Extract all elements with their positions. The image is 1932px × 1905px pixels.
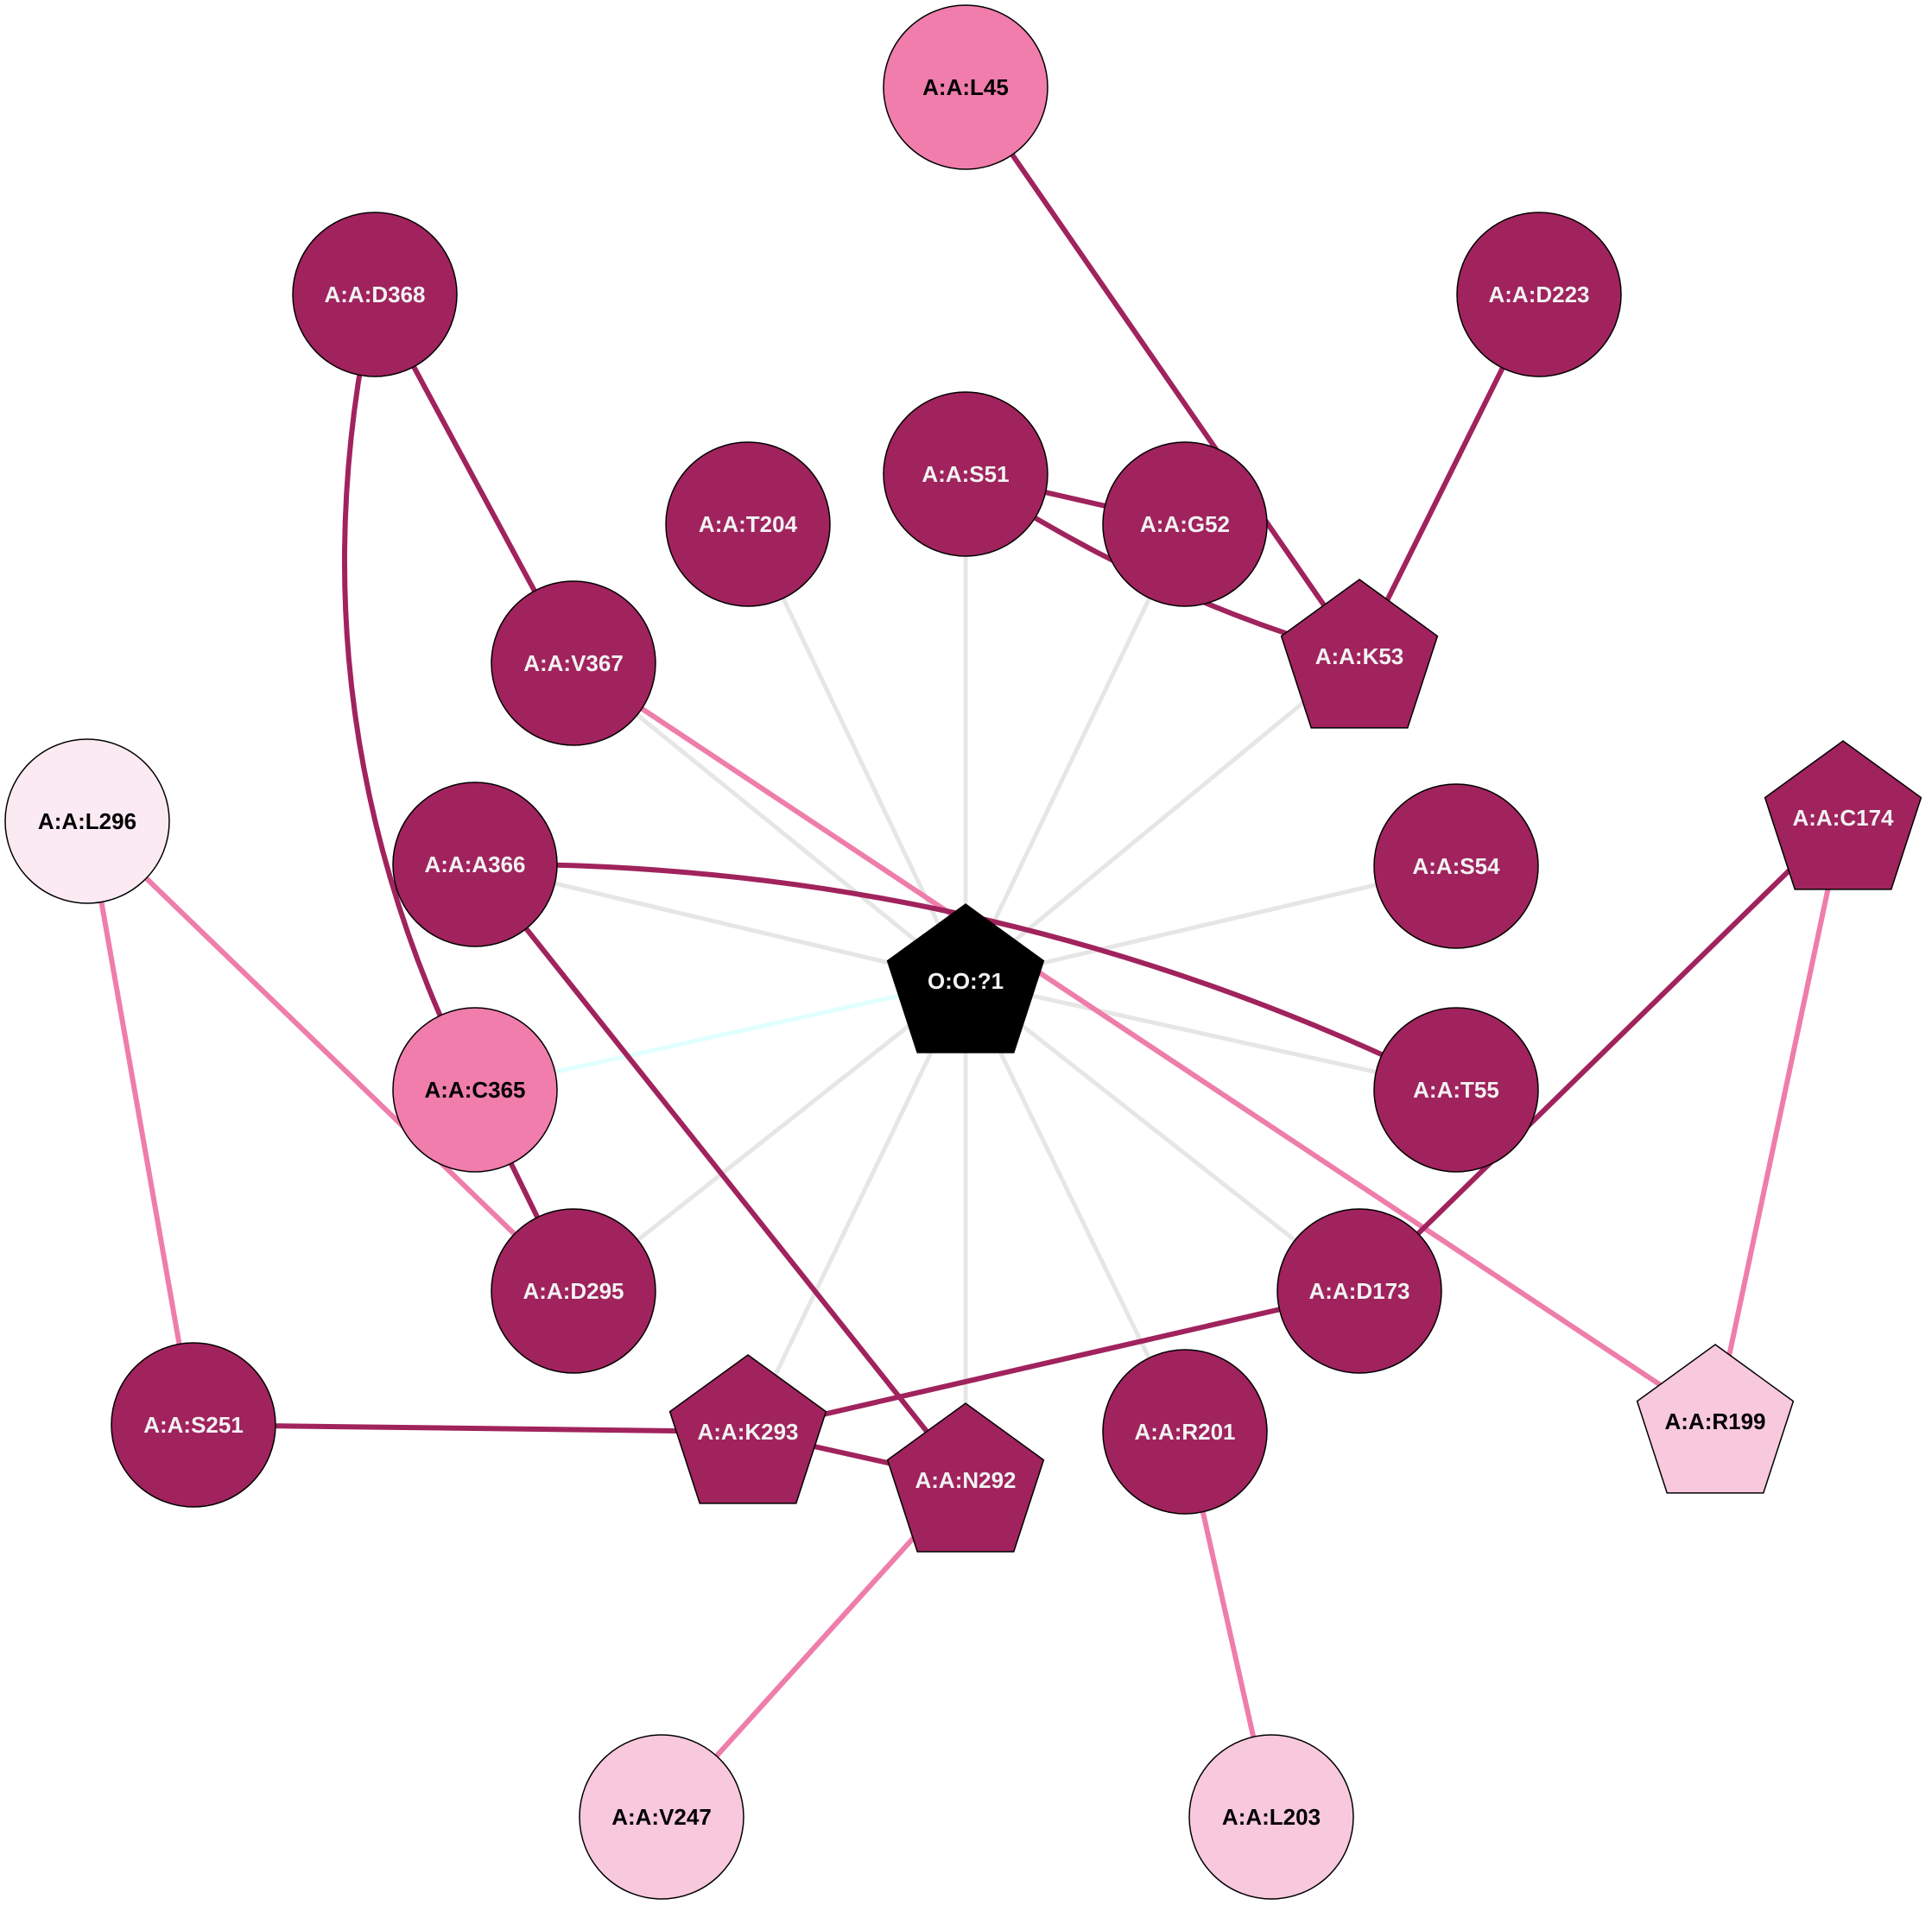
node-label: A:A:R201 [1134,1419,1235,1445]
node-r201[interactable]: A:A:R201 [1102,1349,1268,1515]
node-circle-shape [392,1007,558,1173]
node-l203[interactable]: A:A:L203 [1188,1734,1354,1900]
node-v247[interactable]: A:A:V247 [579,1734,744,1900]
node-circle-shape [491,580,656,746]
node-a366[interactable]: A:A:A366 [392,782,558,947]
node-circle-shape [292,212,458,377]
node-label: A:A:N292 [915,1467,1016,1493]
edge-o1-t55 [963,978,1459,1092]
node-circle-shape [1188,1734,1354,1900]
node-k293[interactable]: A:A:K293 [668,1354,827,1504]
node-label: A:A:V247 [611,1804,712,1830]
edge-s251-k293 [191,1422,751,1434]
node-circle-shape [1373,783,1539,949]
node-d368[interactable]: A:A:D368 [292,212,458,377]
node-circle-shape [4,738,170,904]
node-s54[interactable]: A:A:S54 [1373,783,1539,949]
node-l45[interactable]: A:A:L45 [883,4,1048,170]
edge-o1-d295 [571,978,968,1294]
node-label: A:A:S54 [1412,853,1500,879]
edge-c174-r199 [1713,815,1846,1424]
edge-l296-s251 [85,819,196,1427]
node-s51[interactable]: A:A:S51 [883,391,1048,557]
edge-c174-d173 [1357,815,1846,1294]
node-g52[interactable]: A:A:G52 [1102,441,1268,607]
node-pentagon-shape [668,1354,827,1504]
node-label: A:A:A366 [424,851,525,877]
node-label: O:O:?1 [928,968,1004,994]
edge-d173-k293 [745,1288,1362,1434]
node-circle-shape [1102,441,1268,607]
node-label: A:A:K53 [1315,643,1404,669]
node-label: A:A:V367 [523,650,624,676]
node-circle-shape [392,782,558,947]
edge-a366-n292 [472,862,968,1483]
node-k53[interactable]: A:A:K53 [1280,579,1439,729]
node-label: A:A:L296 [38,808,136,834]
edge-o1-d173 [963,978,1362,1294]
node-circle-shape [883,391,1048,557]
node-d223[interactable]: A:A:D223 [1456,212,1622,377]
node-pentagon-shape [1764,740,1922,890]
node-label: A:A:K293 [697,1419,798,1445]
node-r199[interactable]: A:A:R199 [1636,1344,1795,1494]
edge-o1-v367 [571,661,968,984]
node-pentagon-shape [1280,579,1439,729]
node-t204[interactable]: A:A:T204 [665,441,831,607]
node-label: A:A:T204 [699,511,798,537]
edge-o1-s54 [963,864,1459,984]
edge-l296-d295 [85,819,576,1294]
node-label: A:A:C365 [424,1077,525,1103]
node-label: A:A:S251 [143,1412,244,1438]
node-circle-shape [1456,212,1622,377]
node-label: A:A:D295 [523,1278,624,1304]
node-circle-shape [665,441,831,607]
edge-layer [85,85,1846,1820]
node-c174[interactable]: A:A:C174 [1764,740,1922,890]
node-circle-shape [1373,1007,1539,1173]
node-label: A:A:D223 [1488,282,1589,307]
node-s251[interactable]: A:A:S251 [111,1342,276,1508]
node-circle-shape [579,1734,744,1900]
edge-o1-g52 [963,522,1188,984]
node-v367[interactable]: A:A:V367 [491,580,656,746]
node-l296[interactable]: A:A:L296 [4,738,170,904]
edge-l45-k53 [963,85,1362,659]
node-n292[interactable]: A:A:N292 [886,1402,1045,1553]
node-label: A:A:L45 [922,74,1009,100]
node-circle-shape [111,1342,276,1508]
node-pentagon-shape [886,1402,1045,1553]
node-circle-shape [883,4,1048,170]
edge-d368-c365 [342,292,478,1092]
node-label: A:A:T55 [1413,1077,1499,1103]
node-label: A:A:R199 [1664,1408,1765,1434]
edge-v367-r199 [571,661,1718,1424]
node-o1[interactable]: O:O:?1 [886,903,1045,1054]
node-label: A:A:S51 [922,461,1009,487]
node-label: A:A:C174 [1792,805,1894,831]
node-circle-shape [1276,1208,1442,1374]
node-pentagon-shape [886,903,1045,1054]
node-circle-shape [491,1208,656,1374]
node-d295[interactable]: A:A:D295 [491,1208,656,1374]
edge-o1-r201 [963,978,1188,1434]
edge-o1-c365 [472,978,968,1092]
node-c365[interactable]: A:A:C365 [392,1007,558,1173]
node-label: A:A:G52 [1140,511,1230,537]
node-d173[interactable]: A:A:D173 [1276,1208,1442,1374]
node-label: A:A:L203 [1222,1804,1321,1830]
node-label: A:A:D368 [324,282,425,307]
edge-o1-k53 [963,654,1362,984]
node-circle-shape [1102,1349,1268,1515]
node-t55[interactable]: A:A:T55 [1373,1007,1539,1173]
edge-o1-k293 [745,978,968,1434]
edge-o1-a366 [472,862,968,984]
node-pentagon-shape [1636,1344,1795,1494]
node-label: A:A:D173 [1308,1278,1409,1304]
